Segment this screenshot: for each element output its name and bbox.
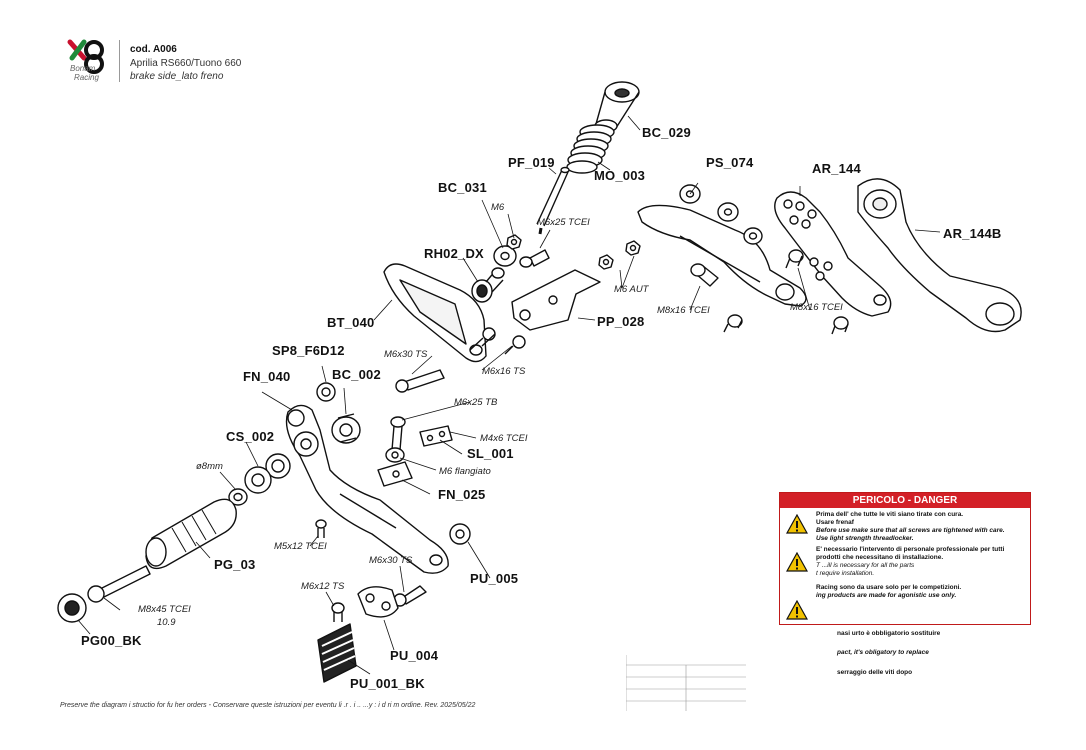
label-ar-144b: AR_144B [943,226,1002,241]
pu-005-bushing [449,523,471,545]
footer-note: Preserve the diagram i structio for fu h… [60,702,476,709]
m8x16-bolt-lower [831,316,849,335]
m5x12-tcei-bolt [315,519,327,538]
pu-001-bk-pedal-tip [317,623,357,683]
m6-aut-nuts [598,240,641,270]
fn-040-brake-lever [285,404,449,574]
m6x25-tb-bolt [390,416,406,451]
m6x25-tcei-bolt [519,249,550,268]
label-pg00-bk: PG00_BK [81,633,142,648]
m6x30-ts-bolt-upper [469,327,496,351]
label-sp8-f6d12: SP8_F6D12 [272,343,345,358]
hw-m6x30-ts: M6x30 TS [384,349,428,360]
hw-m8x16-tcei-left: M8x16 TCEI [657,305,710,316]
hw-d8mm: ø8mm [196,461,223,472]
label-fn-025: FN_025 [438,487,486,502]
hw-m6-flangiato: M6 flangiato [439,466,491,477]
m6-flanged-nut [385,447,405,463]
label-pu-005: PU_005 [470,571,519,586]
fn-025-clevis [377,461,413,487]
label-bc-031: BC_031 [438,180,487,195]
label-rh02-dx: RH02_DX [424,246,484,261]
header-divider [119,40,120,82]
m8x16-bolt-mid [723,314,743,333]
m6x30-ts-bolt [395,369,445,393]
label-ar-144: AR_144 [812,161,861,176]
pg00-bk-end-cap [57,593,87,623]
label-pp-028: PP_028 [597,314,645,329]
hw-m5x12-tcei: M5x12 TCEI [274,541,327,552]
cs-002-bearings [244,453,291,494]
warning-icon [786,552,808,572]
label-mo-003: MO_003 [594,168,646,183]
ar-144-plate [774,191,892,317]
hw-m6x25-tb: M6x25 TB [454,397,498,408]
hw-m6x16-ts: M6x16 TS [482,366,526,377]
hw-m8x16-tcei-right: M8x16 TCEI [790,302,843,313]
pf-019-pin [536,166,570,235]
bt-040-heel-guard [383,263,487,363]
washer-8mm [228,488,248,506]
bc-031-washer [493,245,517,267]
danger-panel: PERICOLO - DANGER Prima dell' che tutte … [779,492,1031,625]
m6x12-ts-bolt [331,602,345,622]
label-cs-002: CS_002 [226,429,275,444]
hw-m6x12-ts: M6x12 TS [301,581,345,592]
label-fn-040: FN_040 [243,369,291,384]
product-model: Aprilia RS660/Tuono 660 [130,58,242,69]
label-pf-019: PF_019 [508,155,555,170]
label-pu-004: PU_004 [390,648,439,663]
pp-028-bracket [511,269,601,331]
m6x16-ts-bolt [504,335,526,355]
hw-m6-aut: M6 AUT [614,284,649,295]
mo-003-spring [566,124,615,174]
faded-table [626,655,746,711]
m6-nut [506,234,522,250]
hw-m6x25-tcei: M6x25 TCEI [537,217,590,228]
label-bc-029: BC_029 [642,125,691,140]
brand-text: Bonam Racing [70,64,99,82]
bc-029-cap [594,81,640,133]
danger-title: PERICOLO - DANGER [780,493,1030,508]
m6x30-ts-bolt-lower [393,585,427,607]
label-bc-002: BC_002 [332,367,381,382]
product-code: cod. A006 [130,44,177,55]
bc-002-bushing [331,413,361,444]
hw-m6x30-ts-lower: M6x30 TS [369,555,413,566]
hw-m4x6-tcei: M4x6 TCEI [480,433,528,444]
label-bt-040: BT_040 [327,315,375,330]
hw-grade-10-9: 10.9 [157,617,176,628]
brand-logo [67,39,104,74]
rh02-dx-rod-end [471,267,505,303]
danger-body: Prima dell' che tutte le viti siano tira… [780,508,1030,620]
pu-004-plate [357,586,399,618]
pg-03-footpeg [145,498,237,570]
ps-074-plate [637,184,807,307]
m8x16-bolt-right [785,249,804,269]
warning-icon [786,514,808,534]
product-side: brake side_lato freno [130,71,224,82]
m8x16-bolt-left [690,263,719,287]
hw-m8x45-tcei: M8x45 TCEI [138,604,191,615]
label-sl-001: SL_001 [467,446,514,461]
warning-icon [786,600,808,620]
sl-001-switch-bracket [419,425,453,447]
hw-m6: M6 [491,202,505,213]
m8x45-tcei-bolt [87,565,151,603]
label-pu-001-bk: PU_001_BK [350,676,425,691]
ar-144b-plate [857,178,1022,333]
sp8-f6d12-spacer [316,382,336,402]
faded-notes: nasi urto è obbligatorio sostituire pact… [837,630,941,676]
label-pg-03: PG_03 [214,557,256,572]
label-ps-074: PS_074 [706,155,754,170]
